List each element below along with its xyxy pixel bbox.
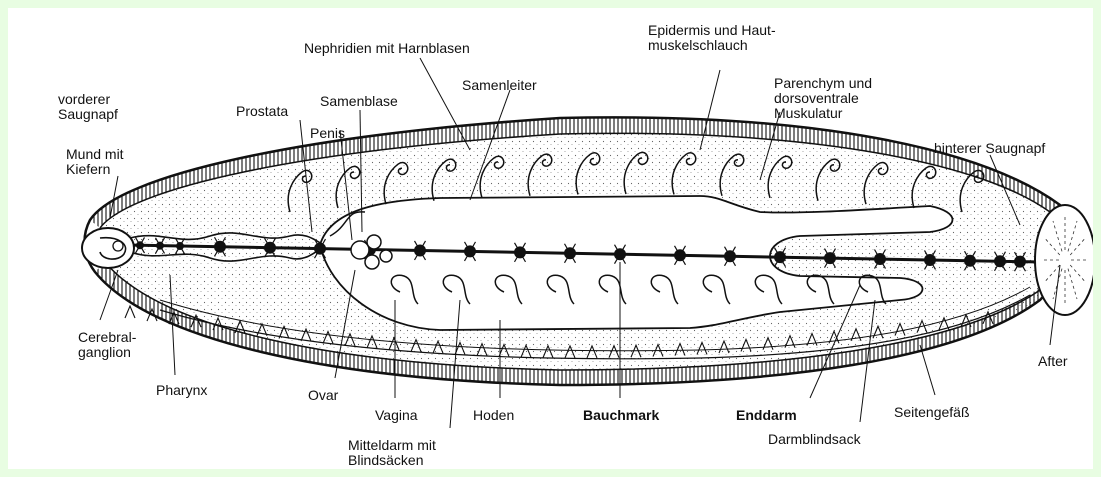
- label-darmblindsack: Darmblindsack: [768, 432, 861, 447]
- label-vagina: Vagina: [375, 408, 418, 423]
- label-hoden: Hoden: [473, 408, 514, 423]
- label-samenblase: Samenblase: [320, 94, 398, 109]
- label-ovar: Ovar: [308, 388, 338, 403]
- leech-anatomy-drawing: [8, 8, 1093, 469]
- label-epidermis: Epidermis und Haut-muskelschlauch: [648, 23, 776, 53]
- label-bauchmark: Bauchmark: [583, 408, 659, 423]
- label-prostata: Prostata: [236, 104, 288, 119]
- label-nephridien: Nephridien mit Harnblasen: [304, 41, 470, 56]
- label-penis: Penis: [310, 126, 345, 141]
- label-enddarm: Enddarm: [736, 408, 797, 423]
- label-hinterer-saugnapf: hinterer Saugnapf: [934, 141, 1045, 156]
- label-samenleiter: Samenleiter: [462, 78, 537, 93]
- label-seitengefaess: Seitengefäß: [894, 405, 970, 420]
- label-pharynx: Pharynx: [156, 383, 207, 398]
- label-after: After: [1038, 354, 1068, 369]
- label-cerebralganglion: Cerebral-ganglion: [78, 330, 136, 360]
